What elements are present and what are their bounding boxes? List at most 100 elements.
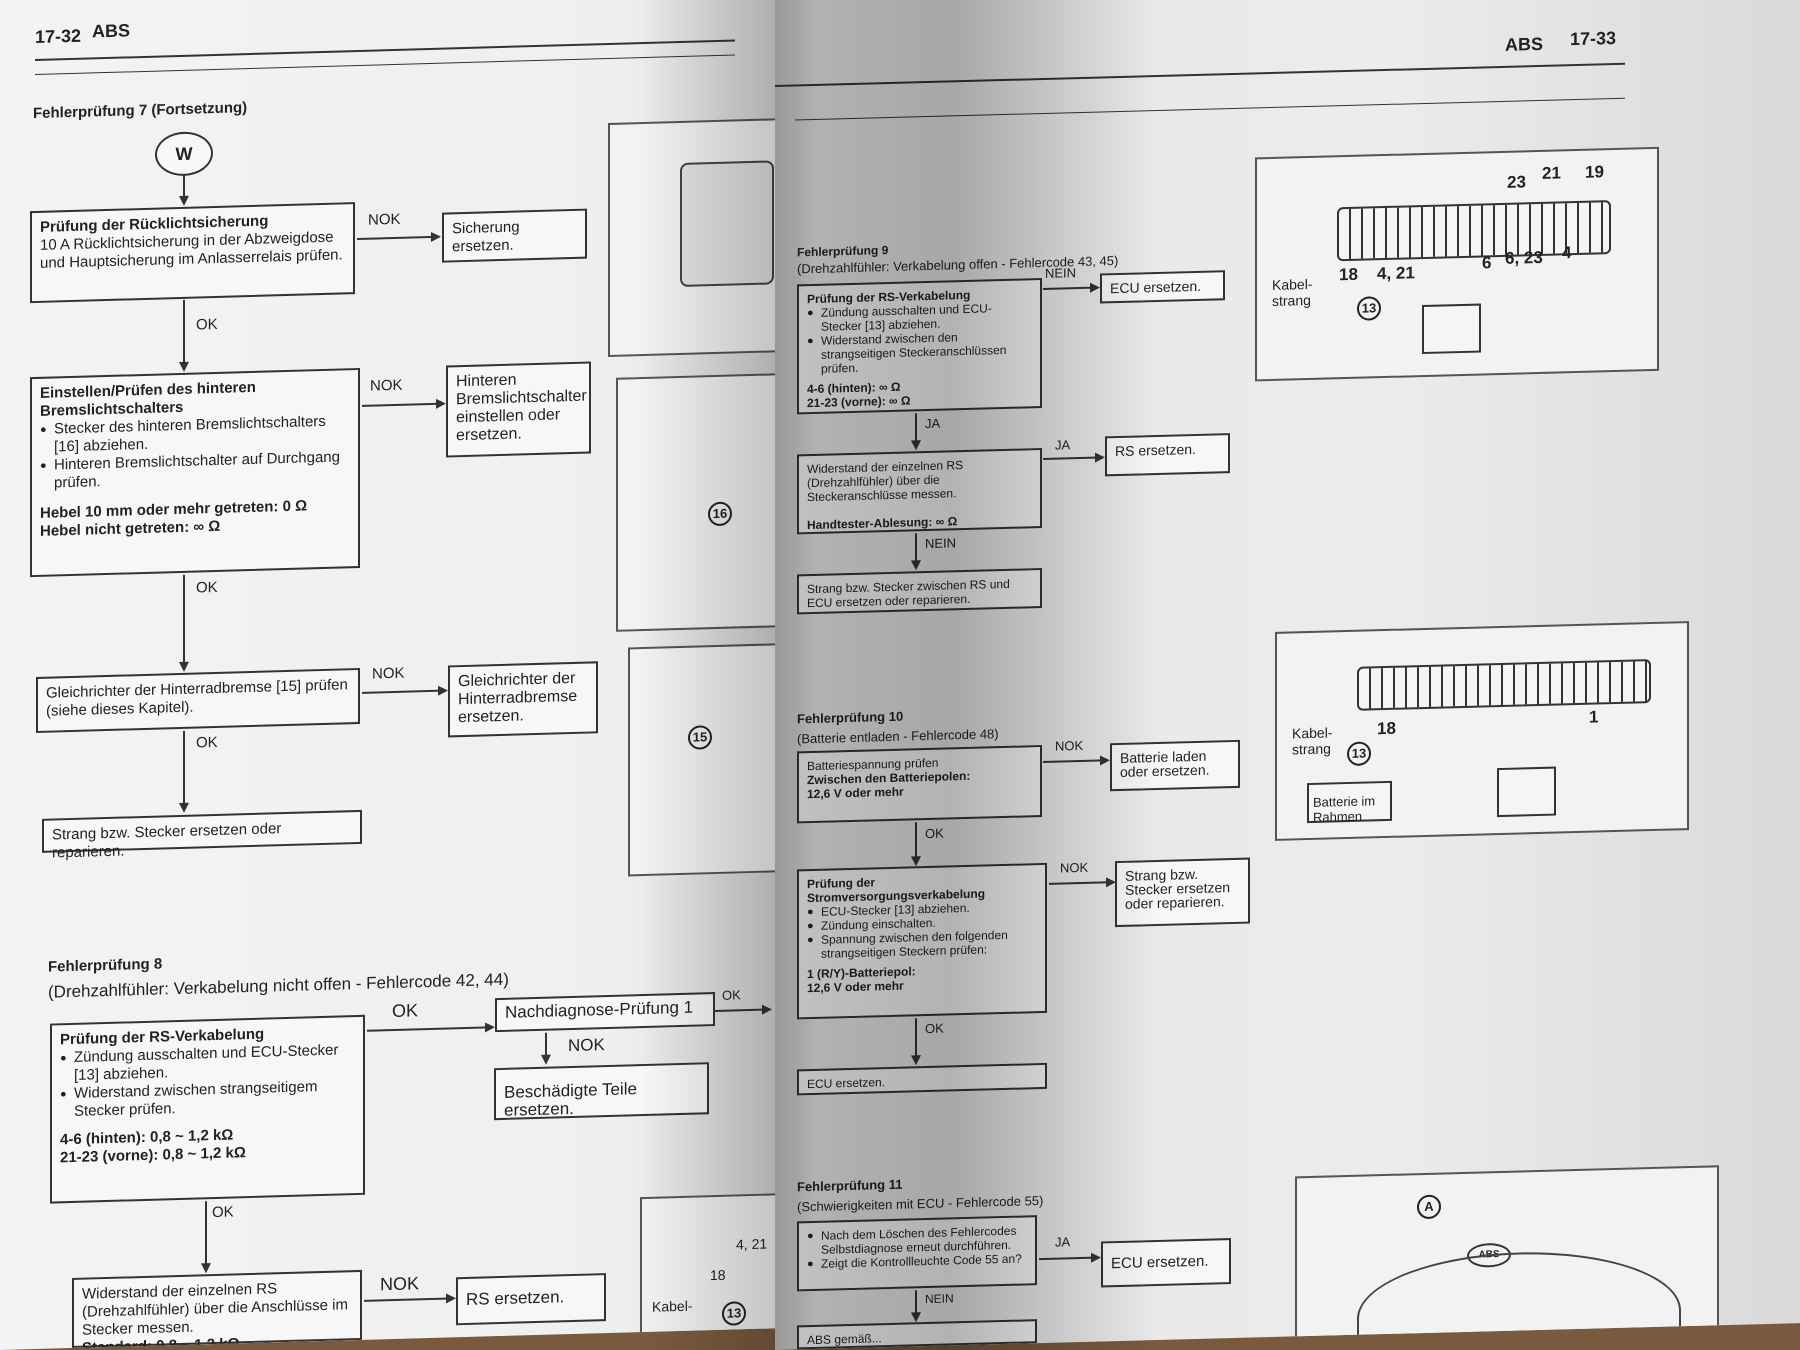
ok-label: OK (392, 1000, 419, 1022)
flow-box-replace-ecu-2: ECU ersetzen. (1101, 1238, 1231, 1288)
chapter-title: ABS (92, 20, 131, 42)
flow-arrow (367, 1026, 493, 1032)
flow-arrow (1043, 456, 1103, 460)
flow-arrow (715, 1008, 770, 1013)
flow-arrow (915, 1018, 917, 1064)
ja-label: JA (1055, 1234, 1071, 1250)
ok-label: OK (925, 825, 944, 842)
flow-arrow (183, 299, 185, 370)
pin-18-label: 18 (710, 1266, 726, 1284)
pin-6-23-label: 6, 23 (1505, 247, 1543, 268)
flow-box-repair-harness: Strang bzw. Stecker zwischen RS und ECU … (797, 568, 1042, 615)
flow-box-measure-rs: Widerstand der einzelnen RS (Drehzahlfüh… (72, 1269, 362, 1350)
nok-label: NOK (1055, 737, 1084, 754)
multimeter-icon (1497, 766, 1556, 818)
pin-21-label: 21 (1542, 163, 1561, 183)
nein-label: NEIN (925, 1291, 954, 1307)
dashboard-outline (1357, 1248, 1681, 1350)
flow-box-replace-ecu: ECU ersetzen. (1100, 270, 1225, 304)
flow-arrow (1043, 759, 1108, 763)
battery-icon: Batterie im Rahmen (1307, 780, 1392, 825)
flow-box-measure-rs: Widerstand der einzelnen RS (Drehzahlfüh… (797, 448, 1042, 535)
flow-arrow (362, 402, 444, 407)
callout-a: A (1417, 1194, 1441, 1220)
multimeter-icon (1422, 303, 1481, 355)
flow-arrow (915, 533, 917, 569)
section-subtitle: (Schwierigkeiten mit ECU - Fehlercode 55… (797, 1192, 1044, 1215)
pin-19-label: 19 (1585, 162, 1604, 182)
ok-label: OK (722, 987, 741, 1003)
flow-arrow (362, 689, 446, 694)
nok-label: NOK (380, 1273, 420, 1295)
callout-13: 13 (1347, 741, 1371, 767)
ja-label: JA (1055, 437, 1071, 453)
flow-box-replace-ecu: ECU ersetzen. (797, 1062, 1047, 1096)
flow-arrow (357, 235, 439, 241)
flow-box-replace-rectifier: Gleichrichter der Hinterradbremse ersetz… (448, 661, 598, 738)
flow-box-repair-harness: Strang bzw. Stecker ersetzen oder repari… (42, 809, 362, 862)
pin-18-label: 18 (1377, 718, 1396, 739)
page-number: 17-32 (35, 25, 82, 48)
flow-box-rectifier: Gleichrichter der Hinterradbremse [15] p… (36, 667, 360, 733)
pin-1-label: 1 (1589, 707, 1599, 727)
section-subtitle: (Drehzahlfühler: Verkabelung nicht offen… (48, 969, 509, 1002)
pin-4-label: 4 (1562, 243, 1572, 263)
figure-rectifier: 15 (628, 643, 775, 877)
section-title: Fehlerprüfung 9 (797, 243, 889, 260)
header-rule-2 (795, 97, 1625, 121)
flow-box-rs-wiring: Prüfung der RS-Verkabelung Zündung aussc… (50, 1014, 365, 1204)
flow-arrow (915, 822, 917, 865)
pin-4-21-label: 4, 21 (736, 1235, 768, 1253)
chapter-title: ABS (1505, 33, 1544, 55)
header-rule (775, 62, 1625, 87)
flow-arrow (205, 1201, 207, 1272)
ja-label: JA (925, 415, 941, 432)
cable-label: Kabel-strang (1292, 724, 1333, 758)
ok-label: OK (196, 578, 218, 597)
figure-ecu-connector-rs: 23 21 19 18 4, 21 6 6, 23 4 Kabel-strang… (1255, 146, 1659, 382)
flow-box-post-diagnosis: Nachdiagnose-Prüfung 1 (495, 992, 715, 1033)
section-title: Fehlerprüfung 7 (Fortsetzung) (33, 99, 248, 123)
nok-label: NOK (372, 664, 405, 683)
cable-label: Kabel-strang (1272, 275, 1313, 309)
flow-box-abs-procedure: ABS gemäß... (797, 1319, 1037, 1350)
flow-box-rs-wiring: Prüfung der RS-Verkabelung Zündung aussc… (797, 278, 1042, 415)
flow-arrow (1039, 1256, 1099, 1261)
page-number: 17-33 (1570, 27, 1617, 50)
flow-arrow (1043, 286, 1098, 290)
nok-label: NOK (568, 1035, 605, 1056)
flow-box-replace-rs: RS ersetzen. (456, 1273, 606, 1326)
flow-arrow (915, 1290, 917, 1321)
flow-box-charge-battery: Batterie laden oder ersetzen. (1110, 739, 1240, 792)
flow-box-adjust-switch: Hinteren Bremslichtschalter einstellen o… (446, 361, 591, 458)
nok-label: NOK (1060, 859, 1089, 876)
figure-brake-switch: 16 (616, 373, 775, 632)
flow-box-repair-plug: Strang bzw. Stecker ersetzen oder repari… (1115, 857, 1250, 928)
pin-6-label: 6 (1482, 253, 1492, 273)
flow-arrow (183, 574, 185, 670)
nok-label: NOK (370, 376, 403, 395)
callout-13: 13 (722, 1301, 746, 1326)
section-title: Fehlerprüfung 10 (797, 708, 904, 727)
section-title: Fehlerprüfung 11 (797, 1176, 903, 1195)
ok-label: OK (196, 733, 218, 752)
flow-arrow (915, 413, 917, 449)
callout-13: 13 (1357, 296, 1381, 321)
flow-arrow (545, 1032, 547, 1063)
ok-label: OK (196, 315, 218, 334)
ok-label: OK (925, 1020, 944, 1037)
section-subtitle: (Batterie entladen - Fehlercode 48) (797, 726, 999, 747)
left-page: 17-32 ABS Fehlerprüfung 7 (Fortsetzung) … (0, 0, 775, 1350)
flow-box-replace-fuse: Sicherung ersetzen. (442, 208, 587, 263)
flow-box-replace-parts: Beschädigte Teile ersetzen. (494, 1062, 709, 1121)
cable-label: Kabel- (652, 1297, 693, 1315)
flow-box-power-wiring: Prüfung der Stromversorgungsverkabelung … (797, 862, 1047, 1020)
figure-fusebox (608, 118, 775, 358)
right-page: 17-33 ABS Fehlerprüfung 9 (Drehzahlfühle… (775, 0, 1800, 1350)
figure-connector: Kabel- 18 4, 21 13 (640, 1193, 775, 1337)
callout-15: 15 (688, 725, 712, 750)
pin-23-label: 23 (1507, 172, 1526, 192)
flow-box-brake-switch: Einstellen/Prüfen des hinteren Bremslich… (30, 367, 360, 578)
